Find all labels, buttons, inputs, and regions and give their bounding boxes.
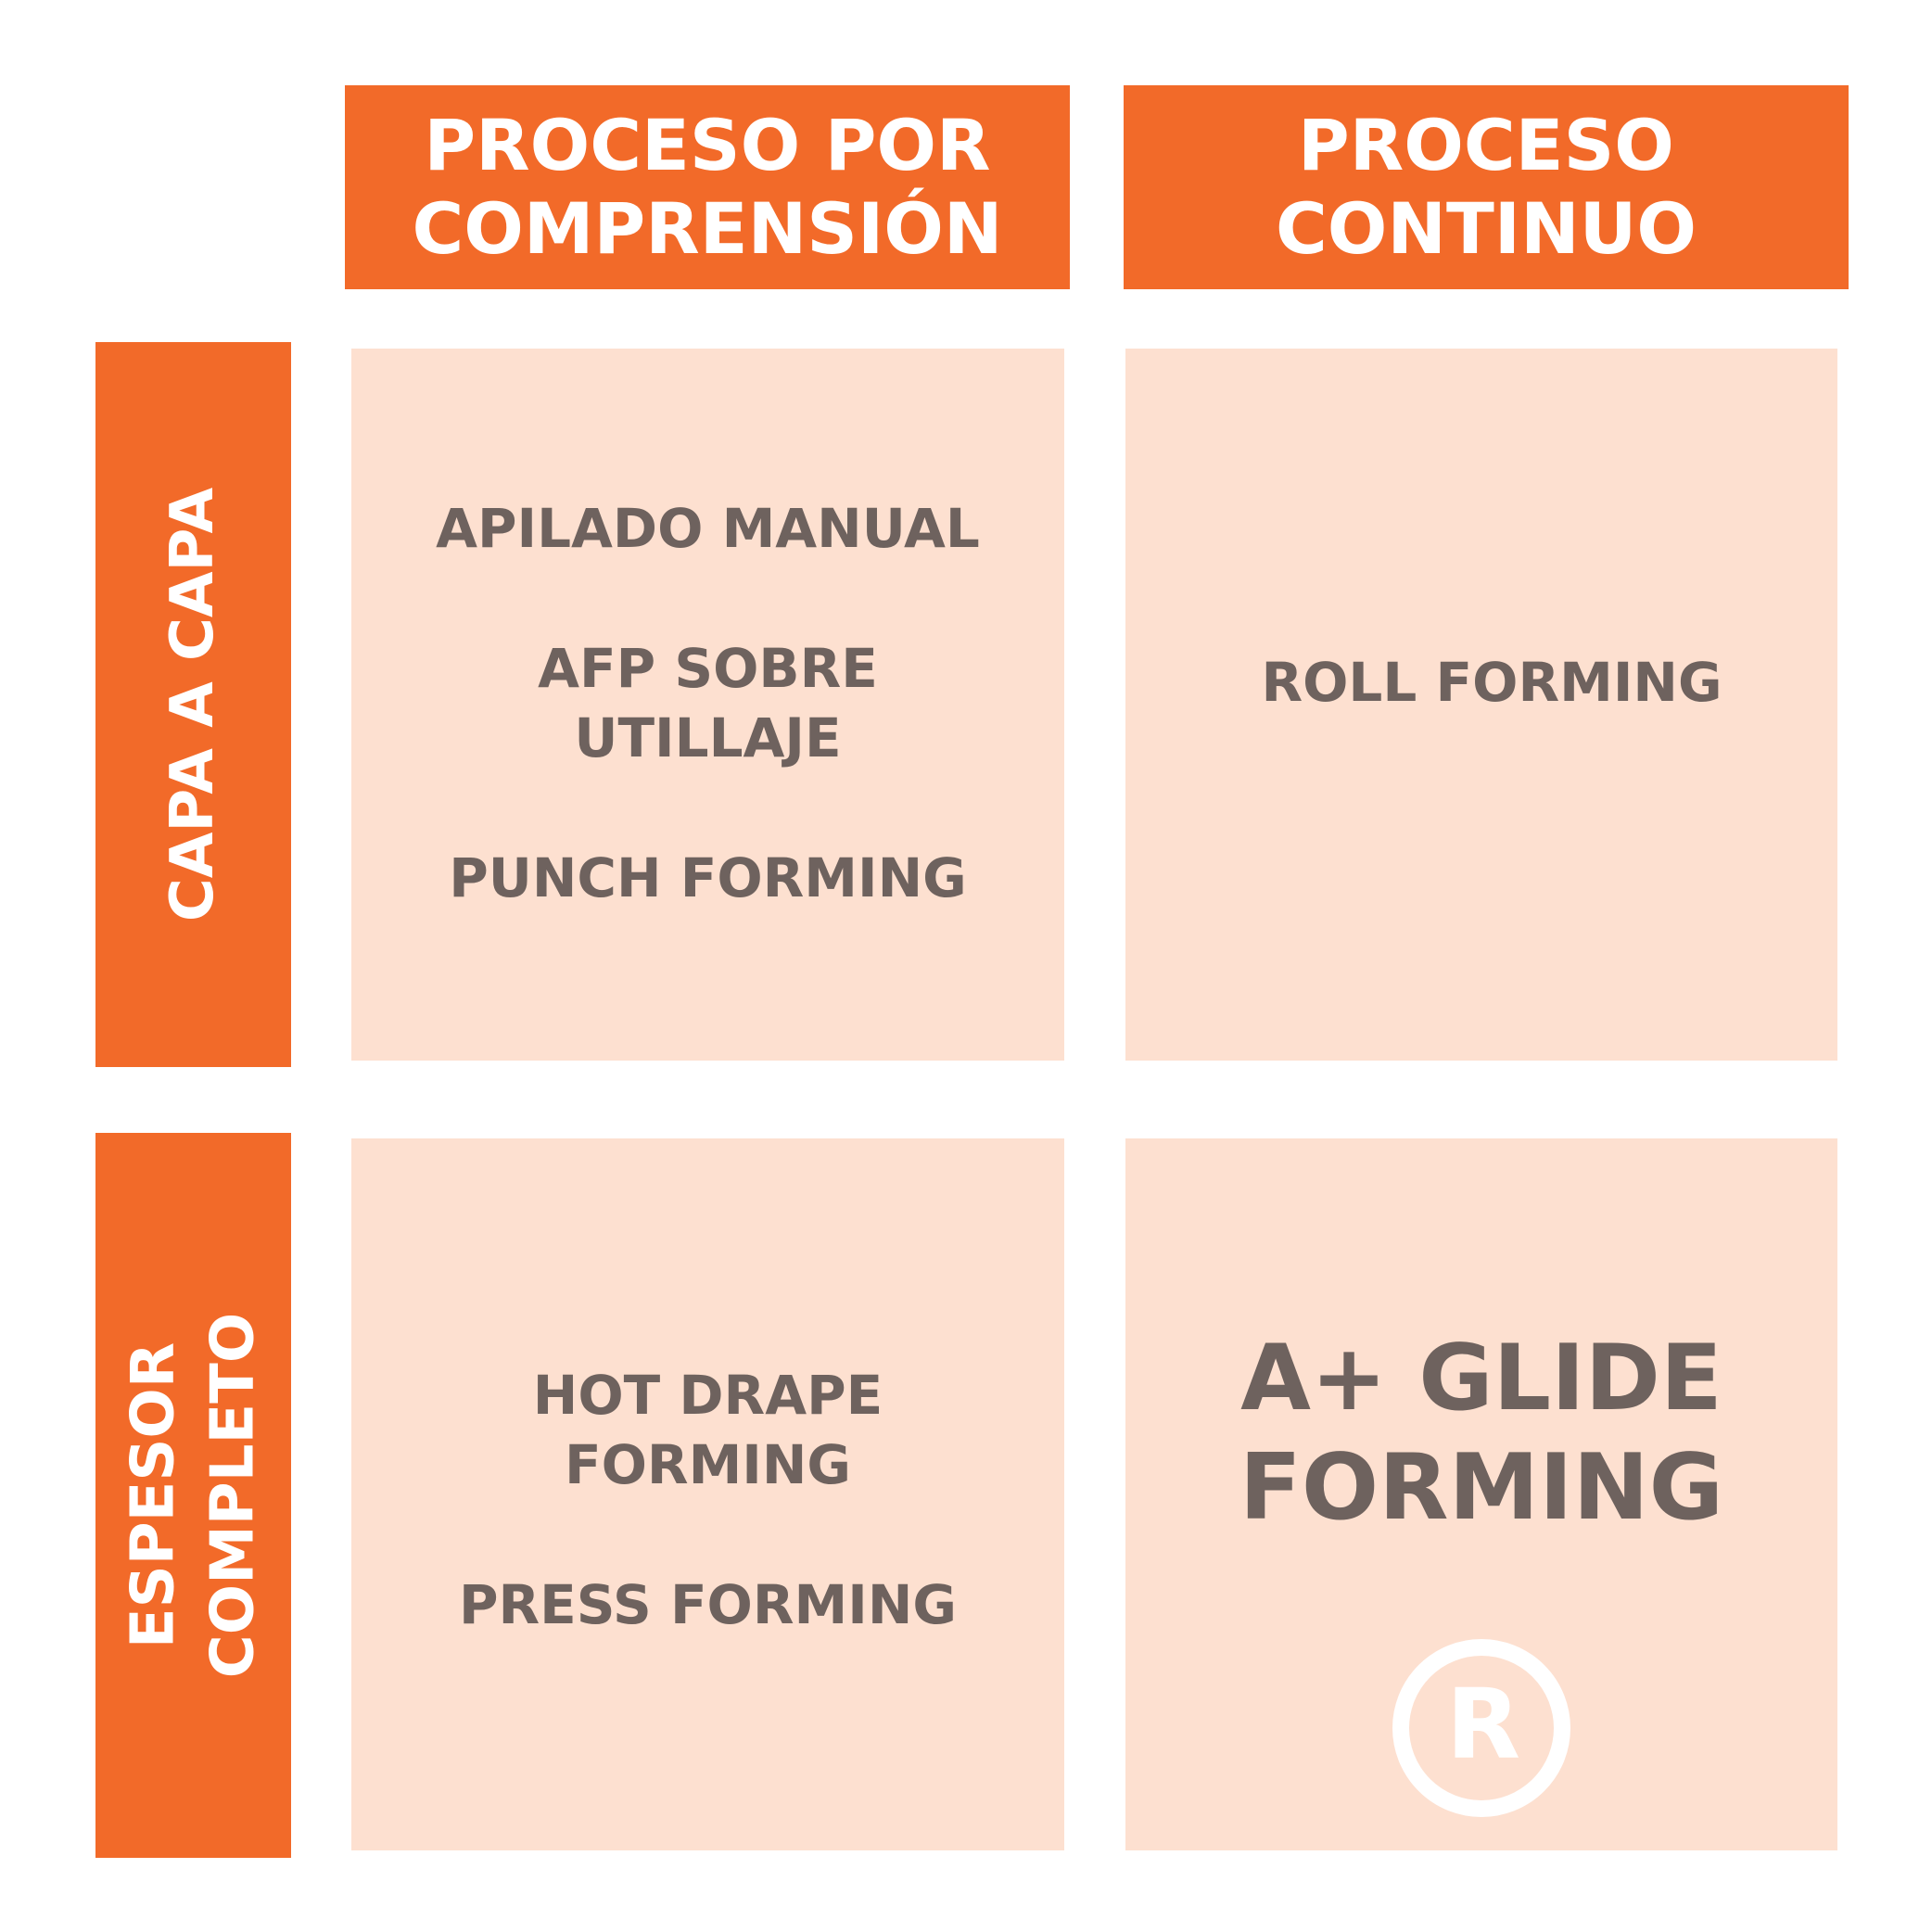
registered-trademark-letter: R [1446,1668,1520,1781]
column-header-compression-line1: PROCESO POR [424,104,991,186]
cell-item-hot-drape-line2: FORMING [564,1433,852,1496]
cell-layer-compression: APILADO MANUAL AFP SOBRE UTILLAJE PUNCH … [351,349,1064,1061]
row-header-layer: CAPA A CAPA [95,342,291,1067]
cell-item-press-forming: PRESS FORMING [459,1573,957,1636]
cell-item-glide-line2: FORMING [1239,1435,1724,1541]
registered-trademark-icon: R [1392,1639,1570,1817]
cell-item-hot-drape-forming: HOT DRAPE FORMING [351,1361,1064,1500]
column-header-continuous-line2: CONTINUO [1275,187,1697,270]
column-header-continuous-line1: PROCESO [1298,104,1674,186]
cell-item-punch-forming: PUNCH FORMING [449,846,967,909]
row-header-layer-line1: CAPA A CAPA [159,487,228,922]
cell-item-hot-drape-line1: HOT DRAPE [532,1364,883,1427]
cell-full-compression: HOT DRAPE FORMING PRESS FORMING [351,1138,1064,1850]
column-header-compression-line2: COMPRENSIÓN [412,187,1003,270]
cell-full-continuous: A+ GLIDE FORMING R [1125,1138,1837,1850]
cell-item-afp-line2: UTILLAJE [574,706,842,769]
row-header-full-line1: ESPESOR [119,1341,188,1649]
row-header-full-line2: COMPLETO [198,1312,268,1679]
cell-item-afp-line1: AFP SOBRE [538,637,878,700]
cell-item-glide-line1: A+ GLIDE [1240,1326,1722,1431]
cell-item-apilado-manual: APILADO MANUAL [436,497,980,560]
column-header-compression: PROCESO POR COMPRENSIÓN [345,85,1070,289]
column-header-continuous: PROCESO CONTINUO [1124,85,1849,289]
row-header-full: ESPESOR COMPLETO [95,1133,291,1858]
cell-item-afp-sobre-utillaje: AFP SOBRE UTILLAJE [351,634,1064,773]
cell-item-roll-forming: ROLL FORMING [1261,651,1722,714]
cell-layer-continuous: ROLL FORMING [1125,349,1837,1061]
cell-item-glide-forming: A+ GLIDE FORMING [1125,1324,1837,1543]
